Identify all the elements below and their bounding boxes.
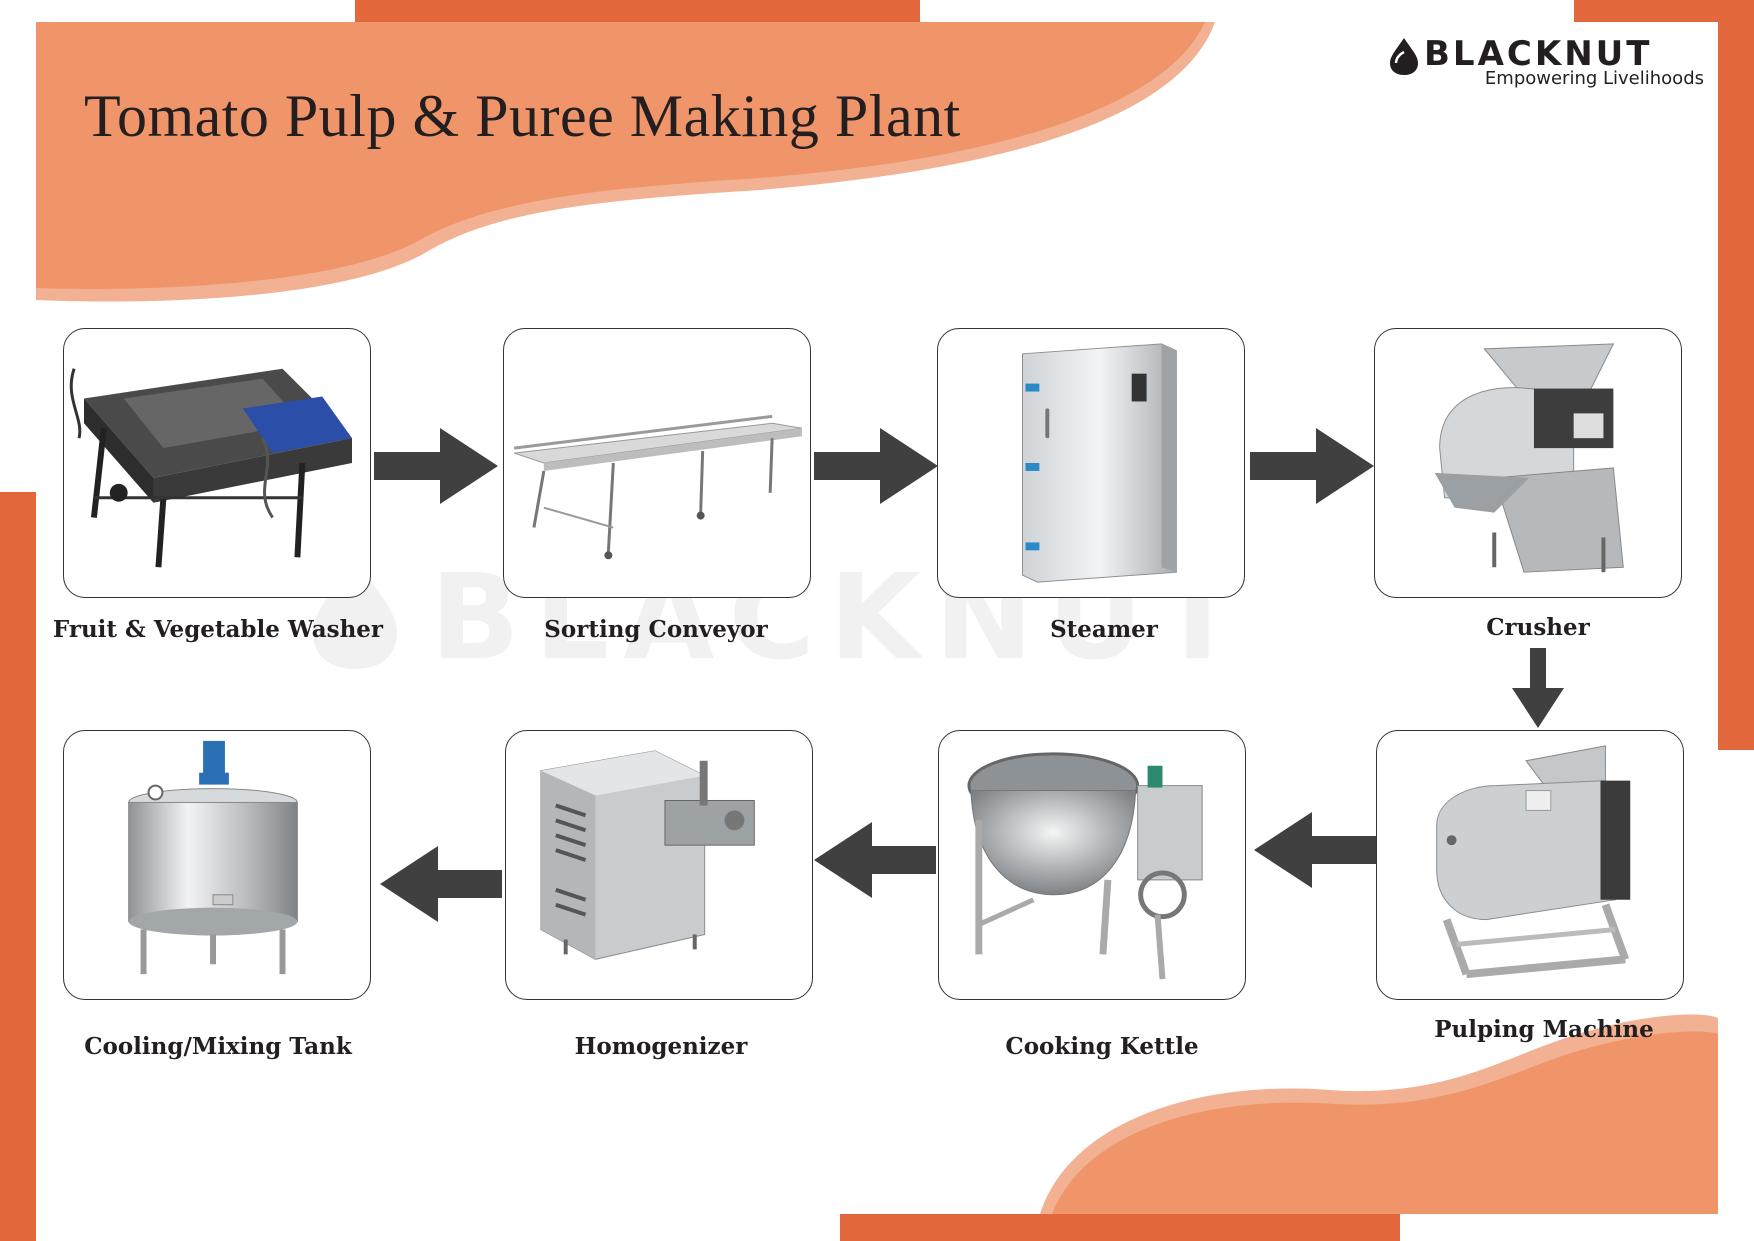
homogenizer-icon <box>540 750 755 960</box>
step-label-washer: Fruit & Vegetable Washer <box>52 616 384 643</box>
brand-logo: BLACKNUT Empowering Livelihoods <box>1380 30 1710 94</box>
washer-machine-icon <box>69 368 352 568</box>
step-label-sorting-conveyor: Sorting Conveyor <box>544 616 768 643</box>
steamer-cabinet-icon <box>1022 343 1177 583</box>
step-label-pulping-machine: Pulping Machine <box>1434 1016 1654 1043</box>
step-card-crusher <box>1374 328 1682 598</box>
cooking-kettle-icon <box>967 752 1203 980</box>
step-card-sorting-conveyor <box>503 328 811 598</box>
step-label-steamer: Steamer <box>1050 616 1158 643</box>
mixing-tank-icon <box>128 740 298 975</box>
pulping-machine-icon <box>1436 745 1631 979</box>
page-title: Tomato Pulp & Puree Making Plant <box>84 83 961 149</box>
flow-arrow-down <box>1512 648 1564 728</box>
step-card-mixing-tank <box>63 730 371 1000</box>
step-card-washer <box>63 328 371 598</box>
step-label-mixing-tank: Cooling/Mixing Tank <box>84 1033 352 1060</box>
step-card-cooking-kettle <box>938 730 1246 1000</box>
drop-logo-icon <box>1390 38 1418 75</box>
flow-arrow-left-3 <box>380 846 502 922</box>
flow-arrow-left-1 <box>1254 812 1376 888</box>
step-card-homogenizer <box>505 730 813 1000</box>
conveyor-icon <box>513 414 803 560</box>
crusher-icon <box>1434 343 1624 573</box>
step-label-homogenizer: Homogenizer <box>574 1033 748 1060</box>
step-card-pulping-machine <box>1376 730 1684 1000</box>
flow-arrow-right-3 <box>1250 428 1374 504</box>
brand-name: BLACKNUT <box>1424 34 1653 74</box>
flow-arrow-right-1 <box>374 428 498 504</box>
flow-arrow-left-2 <box>814 822 936 898</box>
brand-tagline: Empowering Livelihoods <box>1484 68 1704 89</box>
step-card-steamer <box>937 328 1245 598</box>
step-label-crusher: Crusher <box>1486 614 1590 641</box>
flow-arrow-right-2 <box>814 428 938 504</box>
step-label-cooking-kettle: Cooking Kettle <box>1005 1033 1199 1060</box>
